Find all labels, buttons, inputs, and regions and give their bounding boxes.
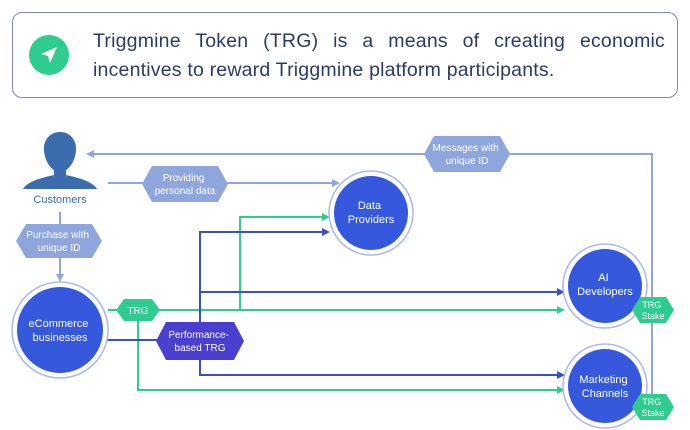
svg-text:TRG Stake: TRG Stake — [641, 397, 664, 418]
data-providers-line-1: Data — [358, 200, 382, 212]
marketing-channels-line-1: Marketing — [579, 374, 627, 386]
performance-to-data-line — [199, 228, 330, 340]
trg-stake-marketing-tag: TRG Stake — [632, 394, 674, 420]
ai-developers-line-1: AI — [598, 272, 608, 284]
svg-text:TRG Stake: TRG Stake — [641, 300, 664, 321]
svg-text:Messages with unique ID: Messages with unique ID — [433, 143, 502, 167]
messages-line-2: unique ID — [446, 156, 489, 167]
trg-stake-ai-line-1: TRG — [642, 300, 661, 310]
marketing-channels-line-2: Channels — [582, 388, 629, 400]
svg-text:Performance- based TRG: Performance- based TRG — [168, 330, 231, 354]
performance-line-2: based TRG — [175, 343, 226, 354]
intro-banner: Triggmine Token (TRG) is a means of crea… — [12, 12, 678, 98]
data-providers-line-2: Providers — [348, 214, 395, 226]
ai-developers-line-2: Developers — [577, 286, 633, 298]
svg-text:Providing personal data: Providing personal data — [155, 173, 216, 197]
svg-text:Purchase with unique ID: Purchase with unique ID — [26, 230, 92, 254]
ai-developers-node: AI Developers — [562, 243, 648, 329]
marketing-channels-node: Marketing Channels — [562, 343, 648, 429]
purchase-with-unique-id-tag: Purchase with unique ID — [16, 224, 102, 258]
customers-label: Customers — [33, 194, 87, 206]
banner-text: Triggmine Token (TRG) is a means of crea… — [93, 30, 665, 81]
messages-line-1: Messages with — [433, 143, 499, 154]
customers-node: Customers — [23, 132, 97, 206]
trg-label: TRG — [127, 306, 148, 317]
person-icon — [23, 132, 97, 189]
purchase-line-2: unique ID — [38, 243, 81, 254]
svg-text:AI Developers: AI Developers — [577, 272, 633, 298]
trg-stake-marketing-line-2: Stake — [641, 408, 664, 418]
ecommerce-line-2: businesses — [32, 332, 88, 344]
trg-to-data-line — [239, 213, 330, 310]
ecommerce-line-1: eCommerce — [29, 318, 89, 330]
trg-to-marketing-line — [137, 310, 565, 394]
purchase-line-1: Purchase with — [26, 230, 89, 241]
svg-text:Data Providers: Data Providers — [348, 200, 395, 226]
messages-with-unique-id-tag: Messages with unique ID — [424, 136, 510, 172]
trg-stake-ai-line-2: Stake — [641, 311, 664, 321]
trg-tag: TRG — [116, 299, 160, 321]
performance-to-marketing-line — [199, 340, 565, 379]
providing-line-2: personal data — [155, 186, 216, 197]
performance-line-1: Performance- — [168, 330, 229, 341]
trg-stake-marketing-line-1: TRG — [642, 397, 661, 407]
trg-stake-ai-tag: TRG Stake — [632, 297, 674, 323]
data-providers-node: Data Providers — [328, 170, 414, 256]
svg-text:Marketing Channels: Marketing Channels — [579, 374, 630, 400]
send-icon — [29, 35, 69, 75]
providing-personal-data-tag: Providing personal data — [142, 166, 228, 202]
providing-line-1: Providing — [163, 173, 205, 184]
svg-text:eCommerce businesses: eCommerce businesses — [29, 318, 92, 344]
ecommerce-businesses-node: eCommerce businesses — [11, 281, 109, 379]
performance-based-trg-tag: Performance- based TRG — [156, 322, 244, 360]
